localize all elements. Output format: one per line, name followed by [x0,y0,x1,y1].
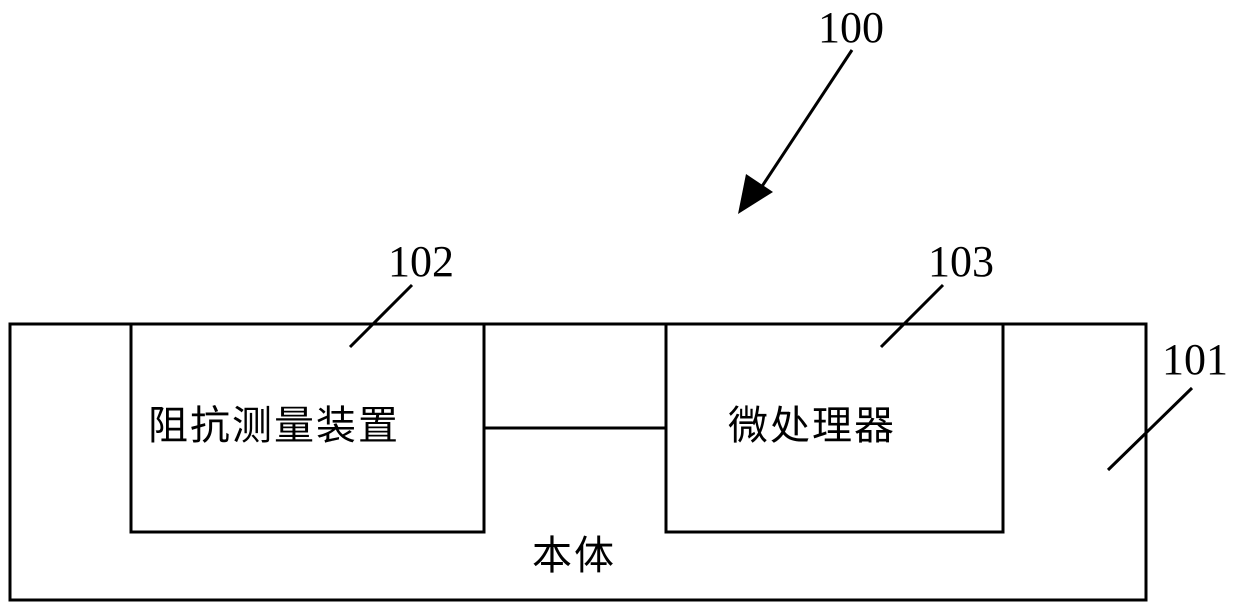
ref-label-102: 102 [388,240,454,284]
leader-line-100 [755,50,852,197]
ref-label-101: 101 [1162,338,1228,382]
body-label: 本体 [532,536,616,576]
microprocessor-label: 微处理器 [728,406,896,446]
ref-label-103: 103 [928,240,994,284]
impedance-device-label: 阻抗测量装置 [148,406,400,446]
leader-line-102 [350,285,412,347]
ref-label-100: 100 [818,6,884,50]
leader-line-101 [1108,388,1192,470]
leader-line-103 [881,285,943,347]
